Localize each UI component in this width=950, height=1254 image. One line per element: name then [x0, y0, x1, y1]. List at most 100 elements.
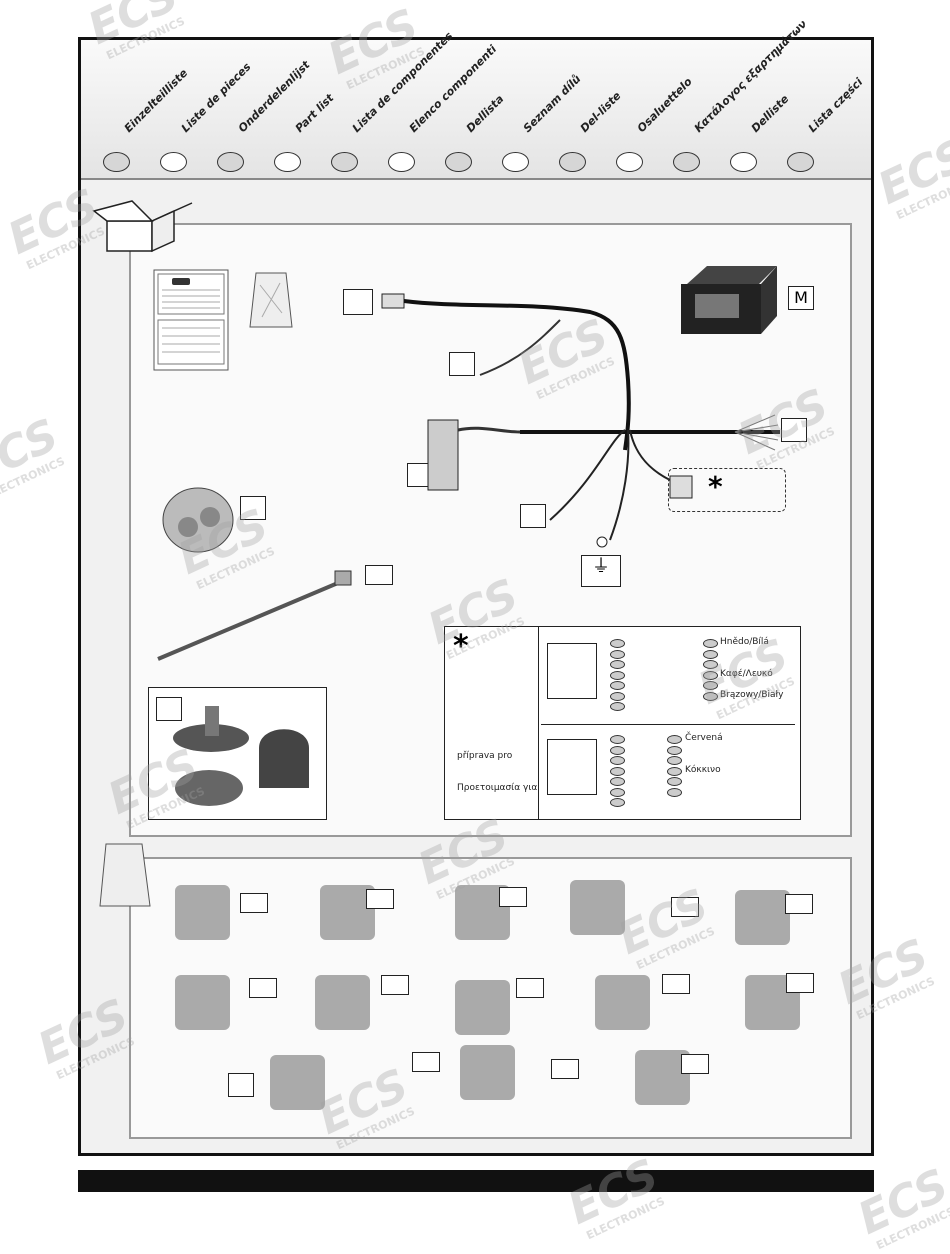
connector-housing-icon	[175, 975, 230, 1030]
language-label: Part list	[292, 91, 337, 135]
language-checkbox[interactable]	[160, 152, 187, 172]
wire-color-label: Brązowy/Biały	[720, 689, 784, 700]
wire-color-label: Hnědo/Bílá	[720, 637, 769, 647]
wiring-harness	[381, 293, 780, 548]
language-checkbox[interactable]	[616, 152, 643, 172]
language-checkbox[interactable]	[103, 152, 130, 172]
wire-color-oval	[667, 787, 682, 797]
battery-caravan-icon	[547, 643, 597, 699]
wire-color-oval	[703, 639, 718, 648]
wire-color-oval	[703, 660, 718, 669]
trailer-socket-icon	[173, 706, 309, 806]
part-number-box	[365, 565, 393, 585]
plug-housing-icon	[315, 975, 370, 1030]
part-number-box	[671, 897, 699, 917]
wire-color-label: Κόκκινο	[685, 764, 721, 775]
part-number-box	[516, 978, 544, 998]
wire-color-oval	[667, 777, 682, 786]
wire-color-oval	[610, 681, 625, 690]
part-number-box	[412, 1052, 440, 1072]
part-number-box	[786, 973, 814, 993]
nut-icon	[320, 885, 375, 940]
fuse-icon	[735, 890, 790, 945]
cable-tie-small-icon	[635, 1050, 690, 1105]
language-checkbox[interactable]	[445, 152, 472, 172]
wire-color-oval	[610, 745, 625, 755]
language-label: Κατάλογος εξαρτημάτων	[691, 17, 810, 136]
module-label: M	[788, 286, 814, 310]
part-number-box	[343, 289, 373, 315]
language-label: Seznam dílů	[520, 72, 584, 135]
language-checkbox[interactable]	[388, 152, 415, 172]
language-label: Lista części	[805, 75, 866, 135]
part-number-box	[781, 418, 807, 442]
language-checkbox[interactable]	[217, 152, 244, 172]
wire-color-oval	[610, 660, 625, 669]
language-checkbox[interactable]	[559, 152, 586, 172]
optional-connector-outline	[668, 468, 786, 512]
ground-icon: ⏚	[592, 556, 610, 577]
part-number-box	[240, 893, 268, 913]
part-number-box	[662, 974, 690, 994]
language-checkbox[interactable]	[331, 152, 358, 172]
language-checkbox[interactable]	[787, 152, 814, 172]
wire-color-oval	[610, 766, 625, 776]
wire-color-oval	[703, 691, 718, 701]
language-label: Del-liste	[577, 89, 624, 135]
wire-color-oval	[667, 735, 682, 744]
wire-color-oval	[667, 745, 682, 755]
wire-color-oval	[610, 649, 625, 659]
fuse-tap-icon	[270, 1055, 325, 1110]
wire-color-oval	[667, 756, 682, 765]
language-checkbox[interactable]	[673, 152, 700, 172]
manual-icon	[153, 269, 229, 371]
part-number-box	[785, 894, 813, 914]
cable-clip-icon	[460, 1045, 515, 1100]
bag-icon	[249, 272, 293, 328]
prep-label-cz: příprava pro	[457, 751, 513, 761]
terminal-icon	[455, 980, 510, 1035]
part-number-box	[228, 1073, 254, 1097]
language-checkbox[interactable]	[502, 152, 529, 172]
tape-icon	[570, 880, 625, 935]
wire-color-oval	[703, 670, 718, 680]
wiring-legend: * příprava pro Προετοιμασία για Hnědo/Bí…	[444, 626, 801, 820]
language-label: Dellista	[463, 92, 507, 135]
part-number-box	[681, 1054, 709, 1074]
wire-color-oval	[703, 649, 718, 659]
part-number-box	[249, 978, 277, 998]
part-number-box	[240, 496, 266, 520]
wire-color-label: Červená	[685, 733, 723, 743]
wire-color-oval	[610, 787, 625, 797]
language-checkbox[interactable]	[274, 152, 301, 172]
part-number-box	[449, 352, 475, 376]
control-module-icon	[681, 266, 777, 334]
legend-asterisk: *	[453, 629, 469, 664]
footer-bar	[78, 1170, 874, 1192]
wire-color-oval	[610, 702, 625, 711]
part-number-box	[381, 975, 409, 995]
asterisk-mark: *	[708, 470, 723, 503]
wire-color-oval	[610, 798, 625, 807]
language-checkbox[interactable]	[730, 152, 757, 172]
small-parts-bag-icon	[99, 843, 151, 907]
part-number-box	[366, 889, 394, 909]
cable-tie-icon	[157, 570, 352, 661]
spade-terminal-icon	[595, 975, 650, 1030]
wire-color-oval	[610, 735, 625, 744]
wire-color-oval	[610, 777, 625, 786]
part-number-box	[156, 697, 182, 721]
language-label: Osaluettelo	[634, 75, 695, 135]
ground-symbol-box: ⏚	[581, 555, 621, 587]
wire-color-oval	[667, 766, 682, 776]
wire-color-oval	[610, 670, 625, 680]
screw-icon	[175, 885, 230, 940]
wire-color-oval	[703, 681, 718, 690]
box-icon	[92, 200, 193, 253]
part-number-box	[499, 887, 527, 907]
wire-color-oval	[610, 691, 625, 701]
